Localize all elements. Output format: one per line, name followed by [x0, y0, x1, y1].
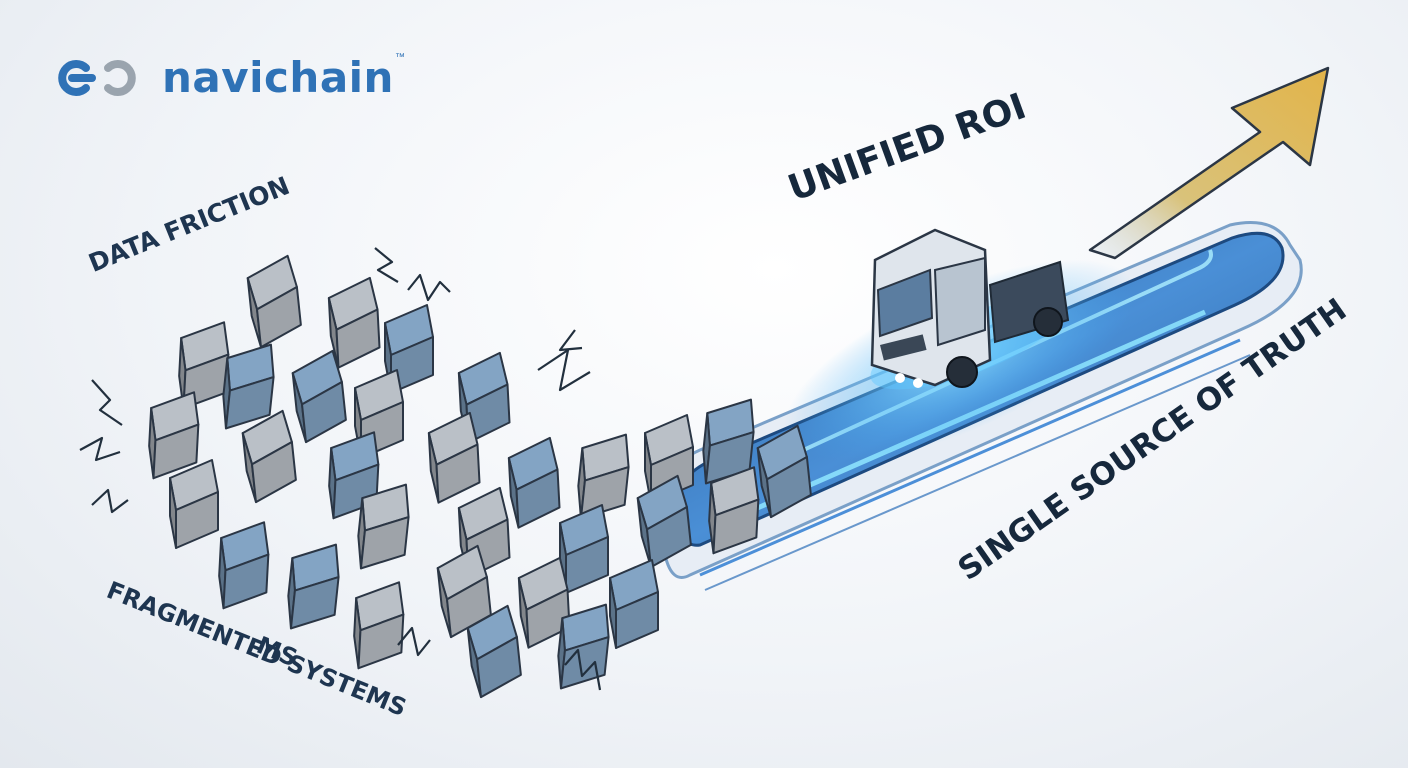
block-cube	[427, 411, 481, 504]
navichain-logo[interactable]: navichain ™	[48, 48, 405, 108]
block-cube	[577, 433, 630, 520]
block-cube	[702, 398, 755, 485]
block-cube	[291, 349, 347, 444]
block-cube	[169, 459, 219, 549]
block-cube	[353, 581, 405, 670]
block-cube	[148, 391, 200, 480]
block-cube	[466, 604, 522, 699]
block-cube	[436, 544, 492, 639]
block-cube	[218, 521, 270, 610]
block-cube	[636, 474, 692, 569]
block-cube	[287, 543, 340, 630]
truck-icon	[870, 228, 1070, 390]
block-cube	[507, 436, 561, 529]
block-cube	[246, 254, 302, 349]
block-cube	[222, 343, 275, 430]
block-cube	[756, 424, 812, 519]
lightning-zigzag-icon	[79, 247, 602, 691]
chain-link-icon	[58, 60, 136, 96]
block-cluster	[148, 254, 812, 699]
trademark-mark: ™	[394, 52, 405, 63]
block-cube	[609, 559, 659, 649]
block-cube	[557, 603, 610, 690]
block-cube	[559, 504, 609, 594]
block-cube	[708, 466, 760, 555]
growth-arrow-icon	[1088, 66, 1330, 260]
block-cube	[517, 556, 571, 649]
brand-name: navichain	[162, 53, 394, 102]
block-cube	[357, 483, 410, 570]
block-cube	[327, 276, 381, 369]
block-cube	[241, 409, 297, 504]
